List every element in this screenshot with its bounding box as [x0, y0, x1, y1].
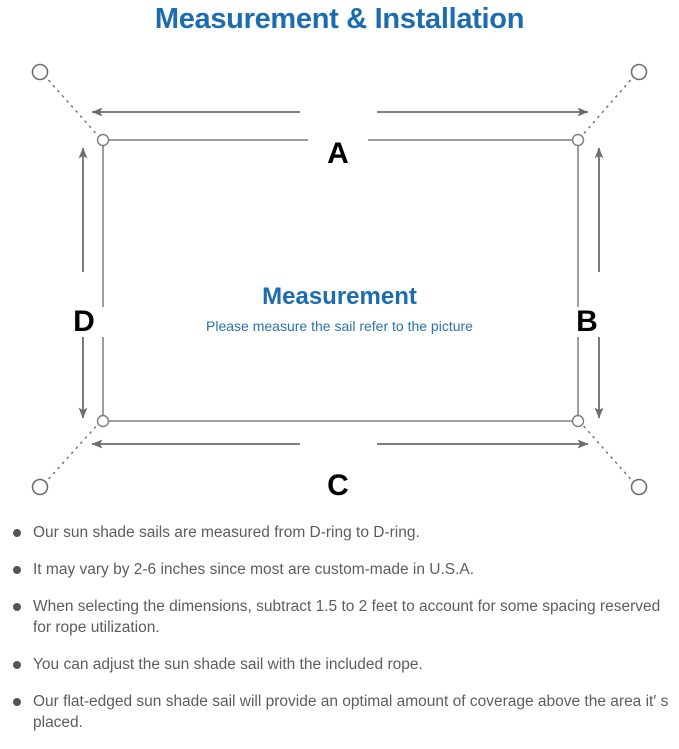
rope-bottom-left	[43, 421, 101, 485]
rope-lines	[43, 74, 636, 485]
d-ring-top-right	[571, 133, 585, 147]
list-item-text: Our flat-edged sun shade sail will provi…	[33, 693, 669, 731]
sun-shade-sail-measurement-diagram: A B C D Measurement Please measure the s…	[0, 44, 679, 514]
dimension-label-c: C	[308, 471, 368, 501]
bullet-icon	[13, 529, 21, 537]
anchor-point-bottom-left	[31, 478, 49, 496]
bullet-icon	[13, 661, 21, 669]
sail-body	[102, 139, 579, 422]
list-item-text: When selecting the dimensions, subtract …	[33, 598, 661, 636]
sail-caption-subtitle: Please measure the sail refer to the pic…	[206, 318, 473, 334]
list-item: You can adjust the sun shade sail with t…	[0, 654, 679, 675]
bullet-icon	[13, 566, 21, 574]
d-rings	[96, 133, 585, 428]
rope-bottom-right	[579, 421, 636, 485]
page-title: Measurement & Installation	[154, 3, 525, 35]
list-item-text: You can adjust the sun shade sail with t…	[33, 656, 423, 673]
notes-list: Our sun shade sails are measured from D-…	[0, 522, 679, 749]
list-item: When selecting the dimensions, subtract …	[0, 596, 679, 638]
sail-caption: Measurement Please measure the sail refe…	[0, 282, 679, 337]
sail-caption-title: Measurement	[262, 283, 417, 310]
dimension-label-b: B	[567, 307, 607, 337]
list-item: Our flat-edged sun shade sail will provi…	[0, 691, 679, 733]
anchor-point-top-right	[630, 63, 648, 81]
list-item-text: It may vary by 2-6 inches since most are…	[33, 561, 475, 578]
dimension-label-d: D	[64, 307, 104, 337]
d-ring-top-left	[96, 133, 110, 147]
d-ring-bottom-right	[571, 414, 585, 428]
bullet-icon	[13, 603, 21, 611]
dimension-label-a: A	[308, 139, 368, 169]
rope-top-left	[43, 74, 101, 139]
anchor-point-top-left	[31, 63, 49, 81]
list-item-text: Our sun shade sails are measured from D-…	[33, 524, 420, 541]
bullet-icon	[13, 698, 21, 706]
rope-top-right	[579, 74, 636, 139]
anchor-points	[31, 63, 648, 496]
anchor-point-bottom-right	[630, 478, 648, 496]
d-ring-bottom-left	[96, 414, 110, 428]
list-item: It may vary by 2-6 inches since most are…	[0, 559, 679, 580]
list-item: Our sun shade sails are measured from D-…	[0, 522, 679, 543]
